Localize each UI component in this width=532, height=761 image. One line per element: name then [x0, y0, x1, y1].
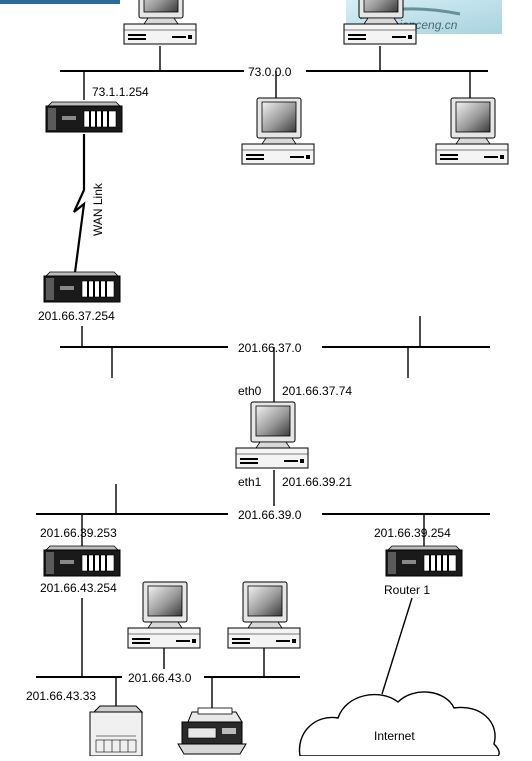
segment73-pc-center-icon	[241, 97, 315, 165]
gateway-eth0-address: 201.66.37.74	[282, 384, 352, 398]
internet-label: Internet	[374, 729, 415, 743]
segment-201-66-39: 201.66.39.0 201.66.39.253 201.66.43.254 …	[36, 484, 490, 597]
network-201-66-37-label: 201.66.37.0	[238, 341, 302, 355]
wan-link: WAN Link	[72, 134, 105, 281]
router-left-icon	[43, 545, 121, 577]
server-address: 201.66.43.33	[26, 689, 96, 703]
segment-201-66-37: 201.66.37.254 201.66.37.0	[38, 271, 490, 402]
top-left-pc-icon	[123, 0, 197, 45]
gateway-eth1-label: eth1	[238, 475, 262, 489]
router1-icon	[385, 545, 463, 577]
router1-address: 201.66.39.254	[374, 526, 451, 540]
router-top-address: 73.1.1.254	[92, 85, 149, 99]
segment-73: 73.0.0.0 73.1.1.254	[0, 0, 509, 165]
segment43-pc-right-icon	[227, 581, 301, 649]
network-201-66-43-label: 201.66.43.0	[128, 671, 192, 685]
segment43-pc-left-icon	[127, 581, 201, 649]
segment73-pc-right-icon	[435, 97, 509, 165]
gateway-eth0-label: eth0	[238, 384, 262, 398]
router-top-icon	[45, 101, 123, 133]
router-left-upper-address: 201.66.39.253	[40, 526, 117, 540]
gateway-pc-icon	[235, 401, 309, 469]
gateway-eth1-address: 201.66.39.21	[282, 475, 352, 489]
server-icon	[89, 705, 144, 757]
network-201-66-39-label: 201.66.39.0	[238, 508, 302, 522]
wan-link-lightning-icon	[72, 134, 86, 281]
wan-link-label: WAN Link	[91, 182, 105, 236]
router-mid-icon	[43, 271, 121, 303]
network-73-label: 73.0.0.0	[248, 65, 292, 79]
internet-cloud-icon: Internet	[298, 691, 500, 757]
gateway-host: eth0 201.66.37.74 eth1 201.66.39.21	[235, 384, 352, 514]
printer-icon	[177, 707, 247, 755]
top-left-blue-bar	[0, 0, 120, 4]
router-mid-address: 201.66.37.254	[38, 309, 115, 323]
router-left-lower-address: 201.66.43.254	[40, 581, 117, 595]
router1-name: Router 1	[384, 583, 430, 597]
segment-201-66-43: 201.66.43.0 201.66.43.33	[26, 581, 500, 757]
